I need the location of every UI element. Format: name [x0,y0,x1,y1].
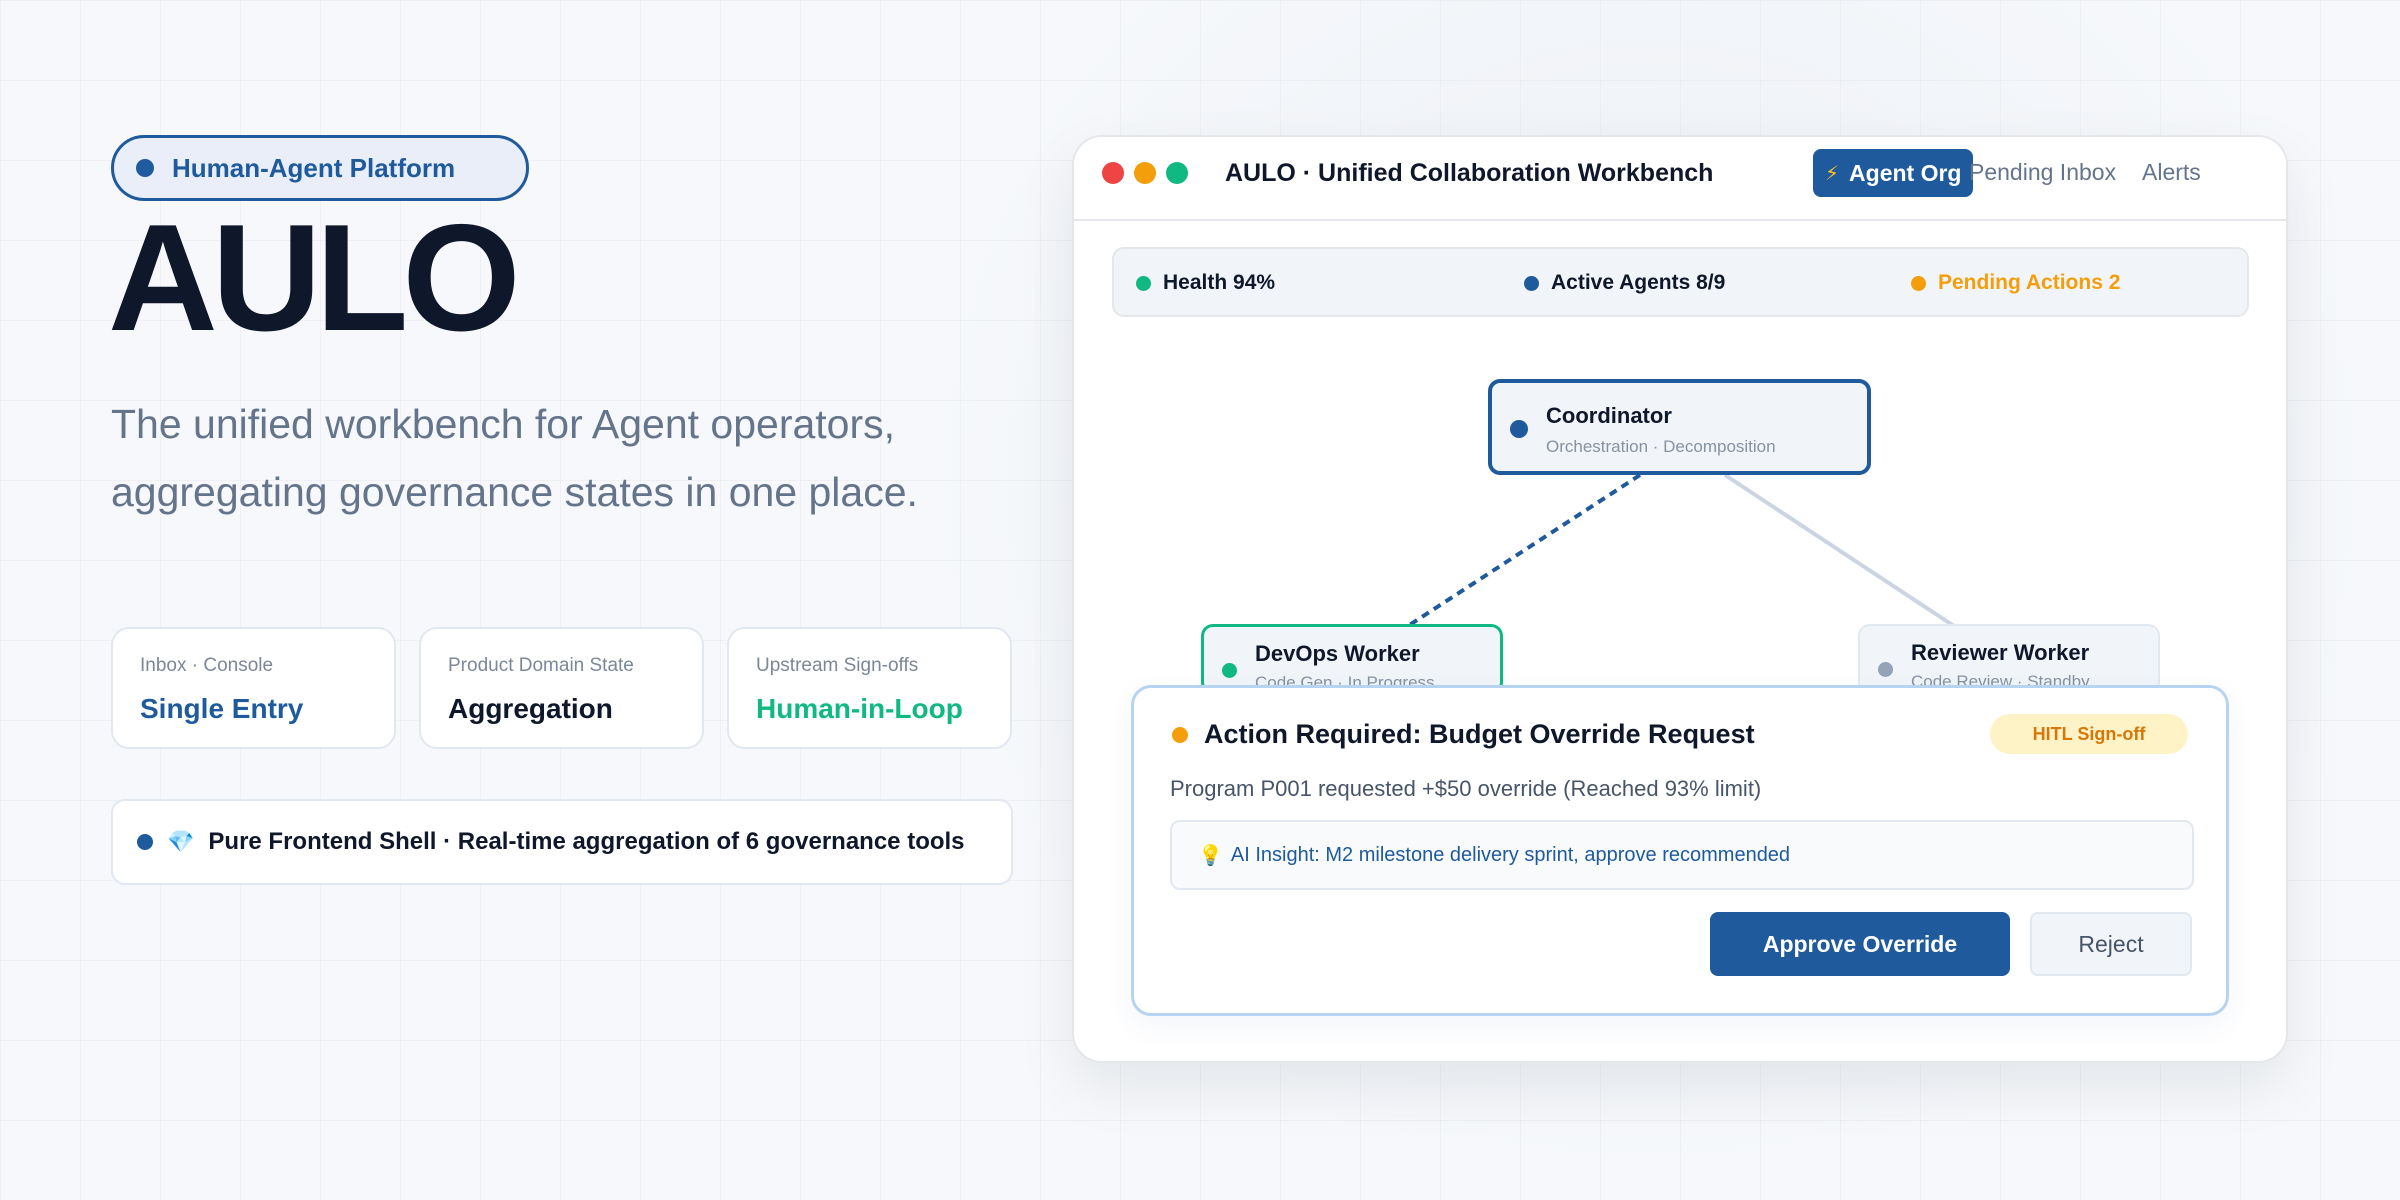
node-status-dot [1222,663,1237,678]
feature-card-domain-state: Product Domain State Aggregation [419,627,704,749]
window-title: AULO · Unified Collaboration Workbench [1225,159,1714,187]
feature-card-signoffs: Upstream Sign-offs Human-in-Loop [727,627,1012,749]
warning-dot [1172,726,1188,743]
gem-icon: 💎 [167,829,195,854]
agent-node-devops[interactable]: DevOps Worker Code Gen · In Progress [1201,624,1503,694]
status-health: Health 94% [1136,271,1275,295]
tab-label: Agent Org [1849,159,1962,186]
note-text: Pure Frontend Shell · Real-time aggregat… [208,828,965,855]
action-header: Action Required: Budget Override Request [1172,719,1755,750]
feature-card-label: Upstream Sign-offs [756,655,919,676]
bolt-icon: ⚡ [1825,162,1840,185]
close-window-icon[interactable] [1102,162,1124,184]
platform-badge: Human-Agent Platform [111,135,529,201]
node-subtitle: Orchestration · Decomposition [1546,437,1776,456]
node-info: Coordinator Orchestration · Decompositio… [1546,403,1776,457]
tab-pending-inbox[interactable]: Pending Inbox [1969,159,2117,185]
node-status-dot [1878,662,1893,677]
hitl-signoff-badge: HITL Sign-off [1990,714,2188,754]
agent-node-reviewer[interactable]: Reviewer Worker Code Review · Standby [1858,624,2160,694]
reject-button[interactable]: Reject [2030,912,2192,976]
status-pending-actions[interactable]: Pending Actions 2 [1911,271,2120,295]
badge-label: Human-Agent Platform [172,152,456,183]
feature-card-value: Single Entry [140,693,304,724]
tab-agent-org[interactable]: ⚡ Agent Org [1813,149,1973,197]
edge-coordinator-reviewer [1723,473,1956,628]
feature-card-inbox: Inbox · Console Single Entry [111,627,396,749]
approve-override-button[interactable]: Approve Override [1710,912,2010,976]
action-title: Action Required: Budget Override Request [1204,719,1755,749]
status-text: Health 94% [1163,271,1276,294]
status-bar: Health 94% Active Agents 8/9 Pending Act… [1112,247,2249,317]
maximize-window-icon[interactable] [1166,162,1188,184]
edge-coordinator-devops [1406,473,1642,628]
status-dot [1911,275,1926,291]
lightbulb-icon: 💡 [1198,844,1223,867]
ai-insight-text: AI Insight: M2 milestone delivery sprint… [1230,843,1791,866]
hero-subtitle-line: aggregating governance states in one pla… [111,469,918,515]
ai-insight-box: 💡 AI Insight: M2 milestone delivery spri… [1170,820,2194,890]
feature-card-value: Aggregation [448,693,613,724]
badge-dot [136,159,154,177]
feature-card-label: Product Domain State [448,655,634,676]
frontend-shell-note: 💎 Pure Frontend Shell · Real-time aggreg… [111,799,1013,885]
status-dot [1136,275,1151,291]
hero-subtitle-line: The unified workbench for Agent operator… [111,401,896,447]
action-required-card: Action Required: Budget Override Request… [1131,685,2229,1016]
window-titlebar: AULO · Unified Collaboration Workbench ⚡… [1074,137,2286,221]
minimize-window-icon[interactable] [1134,162,1156,184]
node-name: Reviewer Worker [1911,640,2090,665]
feature-card-value: Human-in-Loop [756,693,963,724]
agent-node-coordinator[interactable]: Coordinator Orchestration · Decompositio… [1488,379,1871,475]
hero-title: AULO [108,193,521,363]
status-text: Active Agents 8/9 [1551,271,1726,294]
feature-card-label: Inbox · Console [140,655,274,676]
note-dot [137,834,153,850]
action-description: Program P001 requested +$50 override (Re… [1170,776,1762,801]
node-name: Coordinator [1546,403,1672,428]
node-status-dot [1510,420,1528,438]
status-text: Pending Actions 2 [1938,271,2121,294]
status-dot [1524,275,1539,291]
status-active-agents: Active Agents 8/9 [1524,271,1725,295]
tab-alerts[interactable]: Alerts [2142,159,2201,185]
hero-subtitle: The unified workbench for Agent operator… [111,390,1011,526]
node-name: DevOps Worker [1255,641,1420,666]
